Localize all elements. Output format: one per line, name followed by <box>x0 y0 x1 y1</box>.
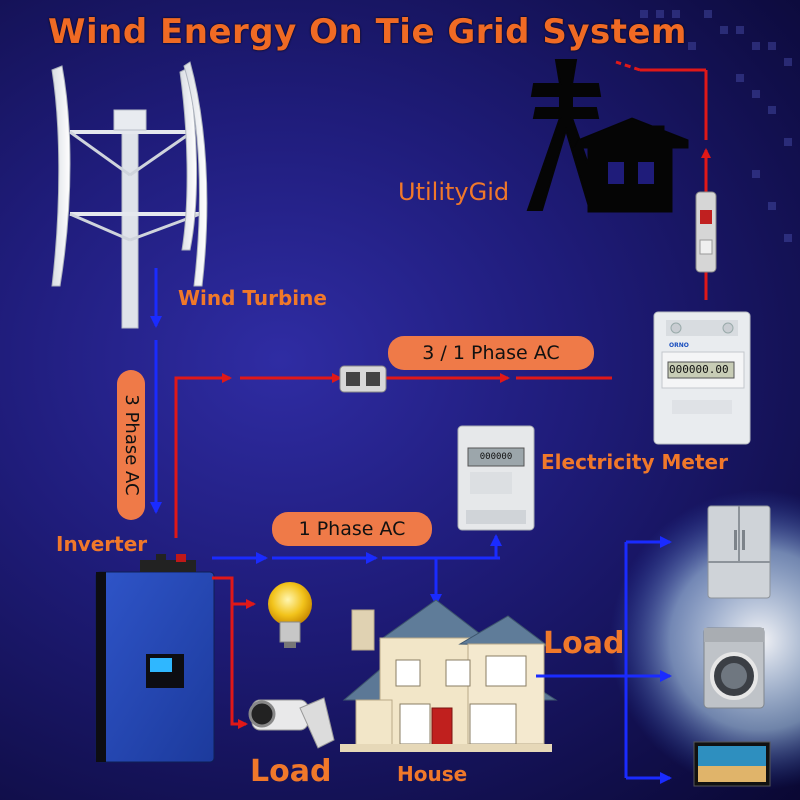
utility-grid-label: UtilityGid <box>398 178 510 206</box>
grid-meter-brand: ORNO <box>669 342 689 349</box>
load-label-bottom: Load <box>250 754 332 789</box>
house-label: House <box>397 762 468 786</box>
three-phase-ac-label: 3 Phase AC <box>121 394 142 496</box>
security-camera-image <box>248 697 335 749</box>
house-meter-image <box>457 425 535 531</box>
inverter-image <box>95 554 215 763</box>
decorative-pixel-grid <box>640 10 792 242</box>
three-phase-ac-pill: 3 Phase AC <box>117 370 145 520</box>
inverter-label: Inverter <box>56 532 148 556</box>
ac-line-to-grid <box>615 60 717 300</box>
electricity-meter-label: Electricity Meter <box>541 450 728 474</box>
inverter-output-lines <box>212 534 502 729</box>
washing-machine-image <box>703 627 765 709</box>
wind-turbine-label: Wind Turbine <box>178 286 327 310</box>
grid-meter-display: 000000.00 <box>669 363 729 376</box>
wind-turbine-image <box>51 61 208 329</box>
light-bulb-image <box>268 582 312 648</box>
utility-grid-image <box>526 59 689 213</box>
house-image <box>340 599 558 752</box>
diagram-title: Wind Energy On Tie Grid System <box>48 12 687 52</box>
refrigerator-image <box>707 505 771 599</box>
grid-meter-image <box>653 311 751 445</box>
load-distribution-lines <box>536 536 672 784</box>
house-meter-display: 000000 <box>479 452 513 462</box>
three-one-phase-ac-label: 3 / 1 Phase AC <box>388 336 594 370</box>
ac-line-to-grid-meter <box>174 365 612 538</box>
television-image <box>693 741 771 787</box>
one-phase-ac-label: 1 Phase AC <box>272 512 432 546</box>
load-label-right: Load <box>543 626 625 661</box>
